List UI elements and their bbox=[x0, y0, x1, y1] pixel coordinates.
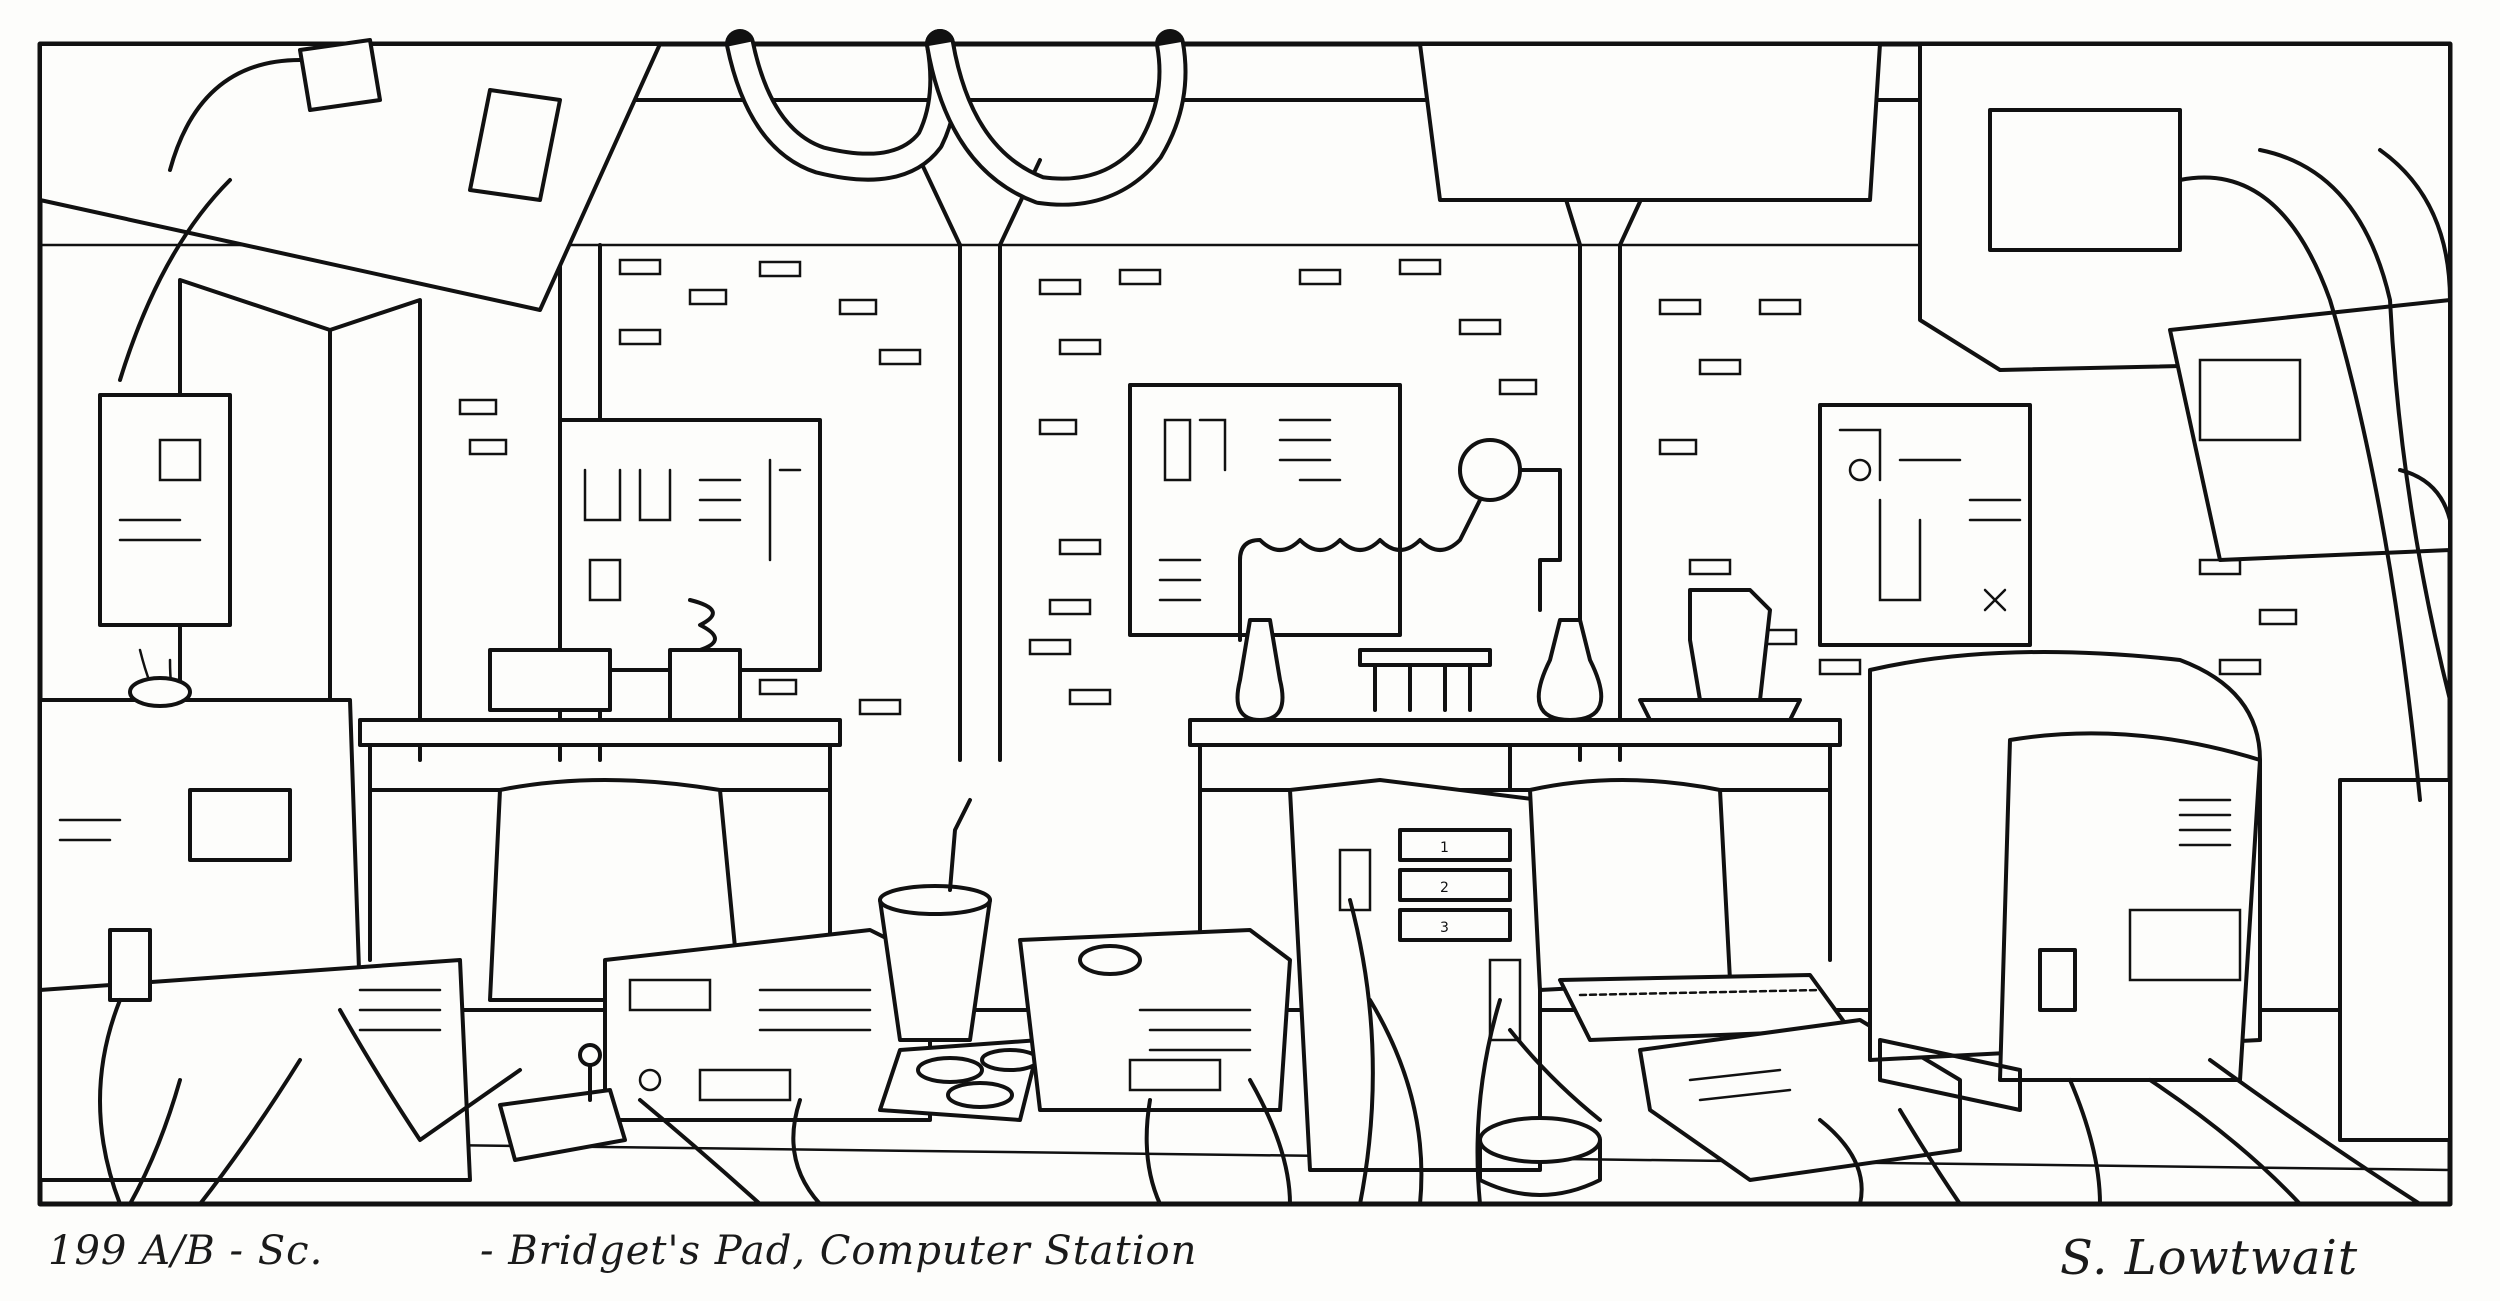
left-computer bbox=[38, 648, 472, 1182]
ceiling-hoses bbox=[725, 29, 1188, 207]
keyboard bbox=[1558, 973, 1852, 1042]
joystick bbox=[498, 1043, 627, 1162]
cables bbox=[98, 58, 2452, 1206]
lab-glassware bbox=[488, 438, 1802, 722]
panel-frame bbox=[37, 41, 2453, 1207]
drive-bay-3-label: 3 bbox=[1440, 920, 1449, 936]
scene-number-caption: 199 A/B - Sc. bbox=[48, 1228, 324, 1274]
center-disk-drive bbox=[1018, 928, 1292, 1112]
artist-signature: S. Lowtwait bbox=[2060, 1230, 2359, 1286]
tape-roll bbox=[1478, 1116, 1602, 1197]
wall-posters bbox=[98, 383, 2032, 672]
drive-bay-1-label: 1 bbox=[1440, 840, 1449, 856]
cookies-plate bbox=[878, 1038, 1042, 1122]
scene-title-caption: - Bridget's Pad, Computer Station bbox=[480, 1228, 1198, 1274]
right-computer bbox=[1868, 650, 2452, 1142]
hanging-monitors bbox=[38, 38, 2452, 562]
back-monitor-right bbox=[1528, 778, 1732, 992]
tower-computer bbox=[1288, 778, 1542, 1172]
soda-cup bbox=[878, 798, 992, 1042]
back-monitor-left bbox=[488, 778, 742, 1002]
drive-bay-2-label: 2 bbox=[1440, 880, 1449, 896]
back-benches bbox=[358, 718, 1842, 962]
center-drive-unit bbox=[603, 928, 932, 1122]
